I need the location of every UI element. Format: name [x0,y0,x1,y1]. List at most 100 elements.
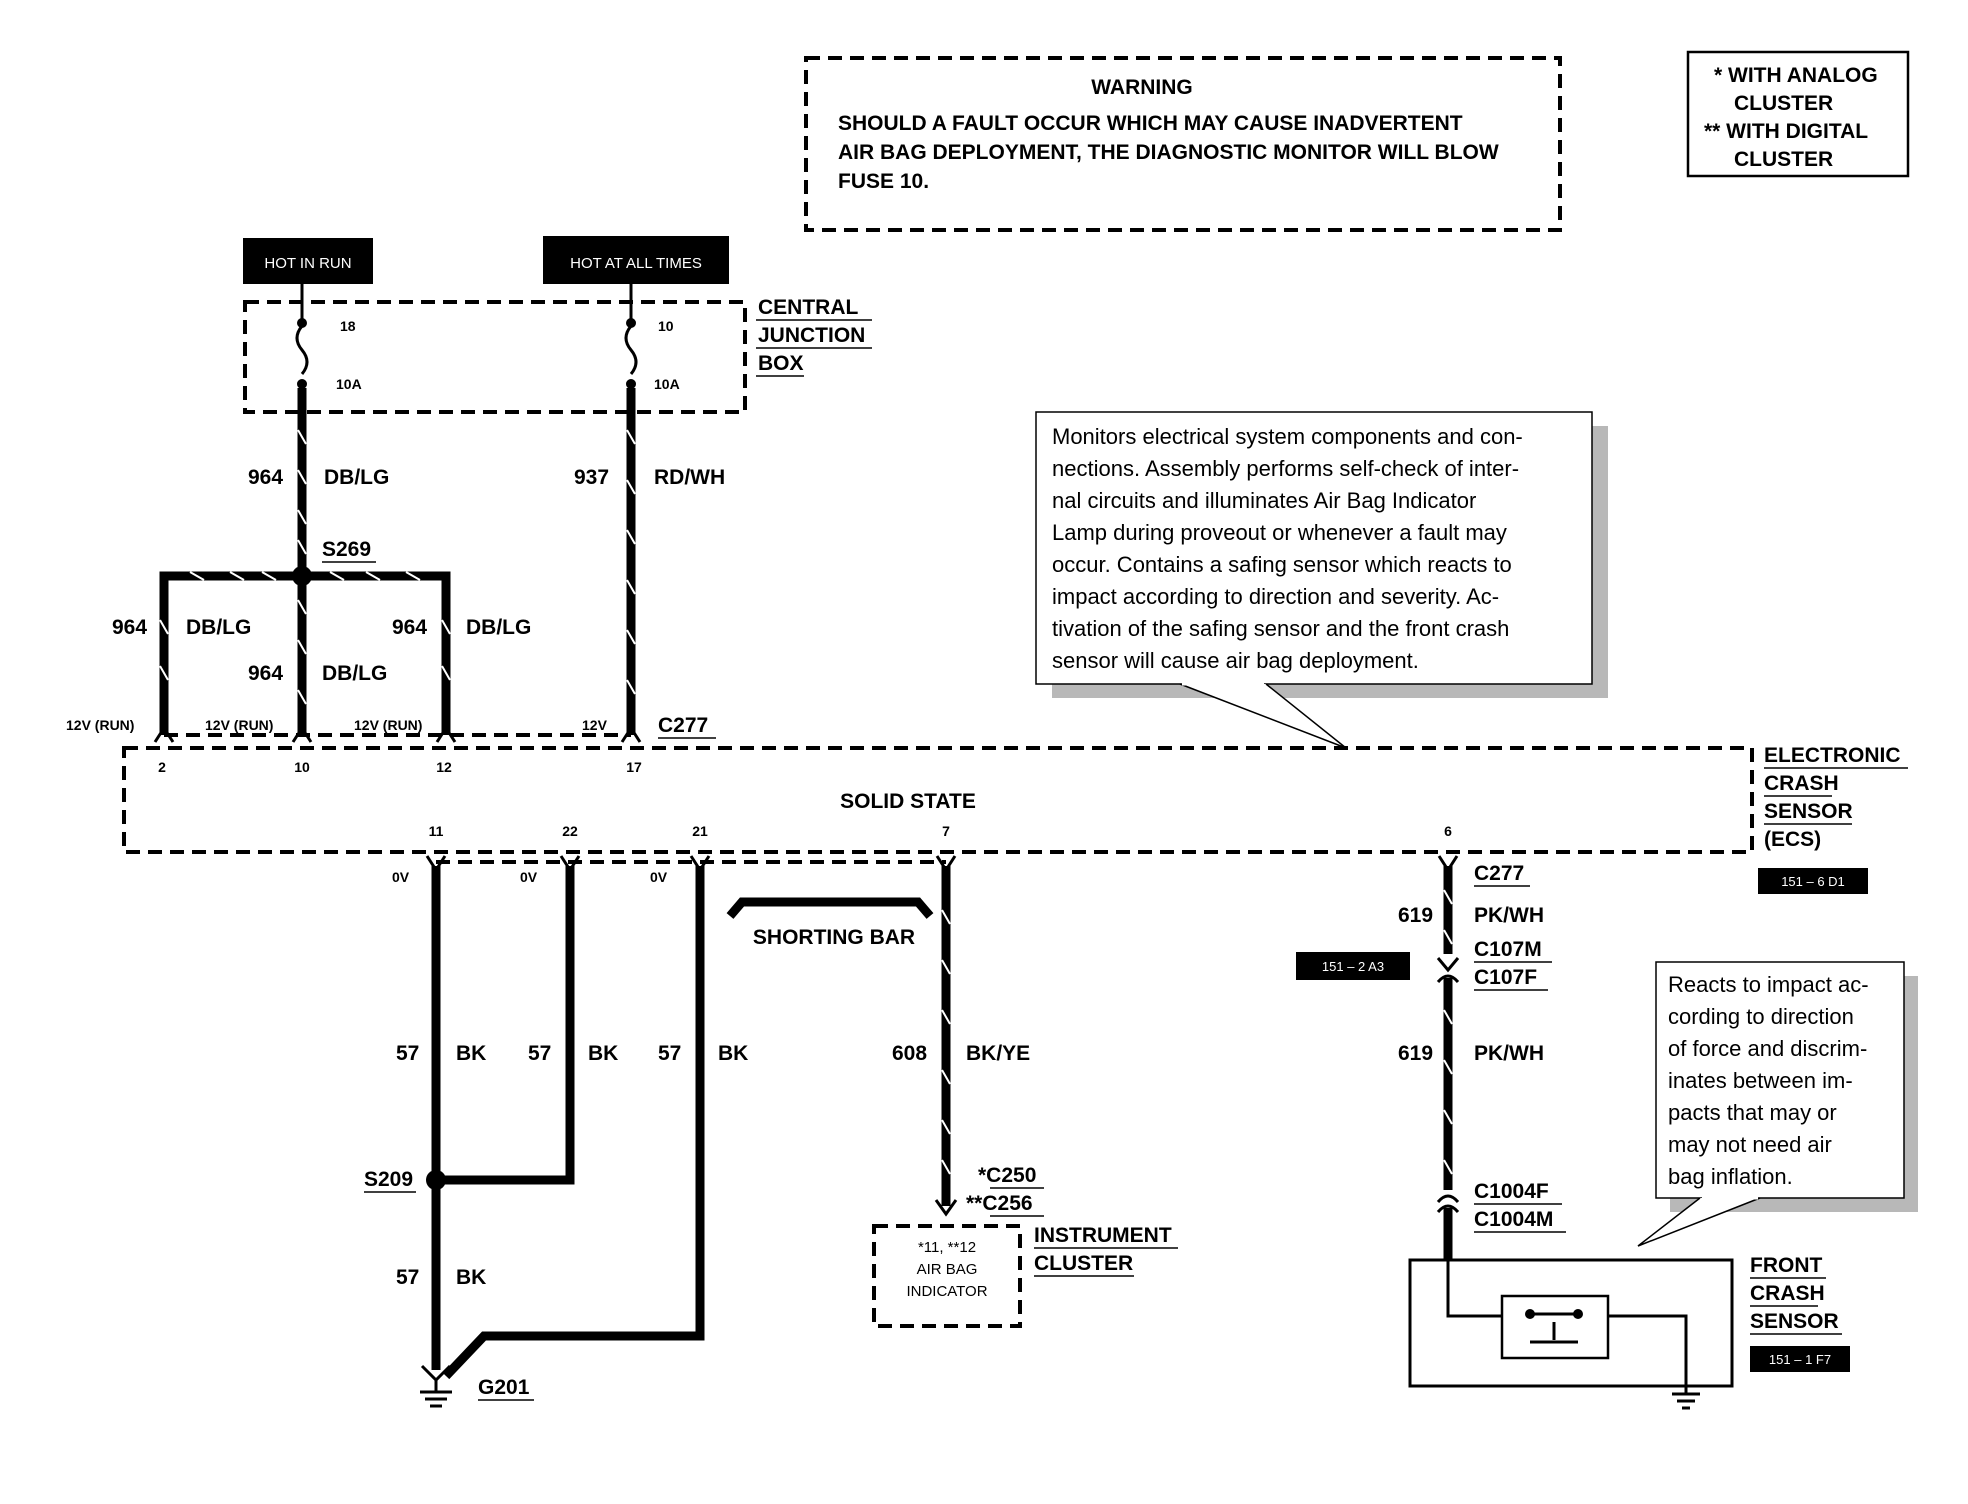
connector-c1004m: C1004M [1474,1208,1553,1231]
connector-c107f: C107F [1474,966,1537,989]
warning-box: WARNING SHOULD A FAULT OCCUR WHICH MAY C… [804,56,1562,232]
circuit-964-upper [297,388,307,735]
voltage-pin17: 12V [582,717,608,733]
wire-937-number: 937 [574,466,609,489]
ecs-label-4: (ECS) [1764,828,1821,851]
wire-619-number-lower: 619 [1398,1042,1433,1065]
instrument-cluster-label-1: INSTRUMENT [1034,1224,1172,1247]
connector-c107m: C107M [1474,938,1542,961]
cluster-inner-airbag: AIR BAG [917,1261,978,1278]
circuit-57-ground [420,866,705,1408]
wire-57-color-3: BK [718,1042,748,1065]
cjb-label-1: CENTRAL [758,296,858,319]
fuse-10-number: 10 [658,318,674,334]
voltage-pin2: 12V (RUN) [66,717,134,733]
cjb-label-2: JUNCTION [758,324,865,347]
ecs-pin-6: 6 [1444,823,1452,839]
shorting-bar-shape [726,897,934,919]
wire-57-number-2: 57 [528,1042,551,1065]
ref-tag-151-6d1-text: 151 – 6 D1 [1781,874,1845,889]
wire-57-color-1: BK [456,1042,486,1065]
warning-line-2: AIR BAG DEPLOYMENT, THE DIAGNOSTIC MONIT… [838,141,1499,164]
ecs-label-2: CRASH [1764,772,1839,795]
ref-tag-151-6d1 [1758,868,1868,894]
front-sensor-label-2: CRASH [1750,1282,1825,1305]
wire-619-color-lower: PK/WH [1474,1042,1544,1065]
connector-c1004f: C1004F [1474,1180,1549,1203]
connector-c256: **C256 [966,1192,1033,1215]
cluster-legend: * WITH ANALOG CLUSTER ** WITH DIGITAL CL… [1686,50,1910,178]
ground-g201: G201 [478,1376,530,1399]
connector-c250: *C250 [978,1164,1036,1187]
wire-964-number-right: 964 [392,616,427,639]
ecs-note-line-4: Lamp during proveout or whenever a fault… [1052,520,1507,545]
instrument-cluster-box: *11, **12 AIR BAG INDICATOR [872,1224,1022,1328]
voltage-pin22: 0V [520,869,538,885]
voltage-pin11: 0V [392,869,410,885]
legend-line-3: ** WITH DIGITAL [1704,120,1868,143]
ecs-pin-12: 12 [436,759,452,775]
front-crash-sensor [1408,1258,1734,1410]
wire-619-color-upper: PK/WH [1474,904,1544,927]
cluster-pins: *11, **12 [918,1239,976,1256]
ecs-note-line-5: occur. Contains a safing sensor which re… [1052,552,1512,577]
ecs-pin-21: 21 [692,823,708,839]
wire-57-number-1: 57 [396,1042,419,1065]
wire-937-color: RD/WH [654,466,725,489]
sensor-note-line-5: pacts that may or [1668,1100,1837,1125]
wire-57-number-4: 57 [396,1266,419,1289]
splice-s269-branches [159,566,451,735]
circuit-619 [1436,866,1460,1260]
wire-608-number: 608 [892,1042,927,1065]
wire-964-number-center: 964 [248,662,283,685]
wire-964-color-right: DB/LG [466,616,531,639]
hot-in-run-label: HOT IN RUN [264,255,351,272]
connector-c277-top: C277 [658,714,708,737]
ref-tag-151-1f7 [1750,1346,1850,1372]
ecs-note-line-3: nal circuits and illuminates Air Bag Ind… [1052,488,1476,513]
ecs-pin-11: 11 [429,823,444,839]
hot-at-all-times-label: HOT AT ALL TIMES [570,255,702,272]
sensor-note-line-7: bag inflation. [1668,1164,1793,1189]
ecs-label-3: SENSOR [1764,800,1853,823]
front-sensor-label-1: FRONT [1750,1254,1822,1277]
sensor-note-line-6: may not need air [1668,1132,1832,1157]
ref-tag-151-2a3-text: 151 – 2 A3 [1322,959,1384,974]
warning-line-3: FUSE 10. [838,170,929,193]
splice-s209: S209 [364,1168,413,1191]
wire-608-color: BK/YE [966,1042,1030,1065]
wire-964-color-center: DB/LG [322,662,387,685]
splice-s269: S269 [322,538,371,561]
fuse-10-rating: 10A [654,376,680,392]
ref-tag-151-1f7-text: 151 – 1 F7 [1769,1352,1831,1367]
ecs-description-callout: Monitors electrical system components an… [1035,411,1608,749]
warning-line-1: SHOULD A FAULT OCCUR WHICH MAY CAUSE INA… [838,112,1463,135]
ref-tag-151-2a3 [1296,952,1410,980]
central-junction-box: CENTRAL JUNCTION BOX 18 10A 10 10A [243,284,872,414]
instrument-cluster-label-2: CLUSTER [1034,1252,1133,1275]
shorting-bar-label: SHORTING BAR [753,926,915,949]
ecs-label-1: ELECTRONIC [1764,744,1901,767]
ecs-note-line-2: nections. Assembly performs self-check o… [1052,456,1519,481]
wire-619-number-upper: 619 [1398,904,1433,927]
warning-title: WARNING [1091,76,1193,99]
ecs-note-line-1: Monitors electrical system components an… [1052,424,1523,449]
legend-line-2: CLUSTER [1734,92,1833,115]
ecs-pin-10: 10 [294,759,310,775]
legend-line-1: * WITH ANALOG [1714,64,1878,87]
wire-57-color-2: BK [588,1042,618,1065]
ecs-note-line-8: sensor will cause air bag deployment. [1052,648,1419,673]
voltage-pin21: 0V [650,869,668,885]
ecs-pin-2: 2 [158,759,166,775]
ecs-note-line-6: impact according to direction and severi… [1052,584,1499,609]
ecs-pin-17: 17 [626,759,642,775]
cluster-inner-indicator: INDICATOR [906,1283,987,1300]
front-sensor-description-callout: Reacts to impact ac- cording to directio… [1637,961,1918,1247]
sensor-note-line-1: Reacts to impact ac- [1668,972,1869,997]
sensor-note-line-4: inates between im- [1668,1068,1853,1093]
connector-c277-bottom: C277 [1474,862,1524,885]
wire-57-color-4: BK [456,1266,486,1289]
voltage-pin12: 12V (RUN) [354,717,422,733]
front-sensor-label-3: SENSOR [1750,1310,1839,1333]
